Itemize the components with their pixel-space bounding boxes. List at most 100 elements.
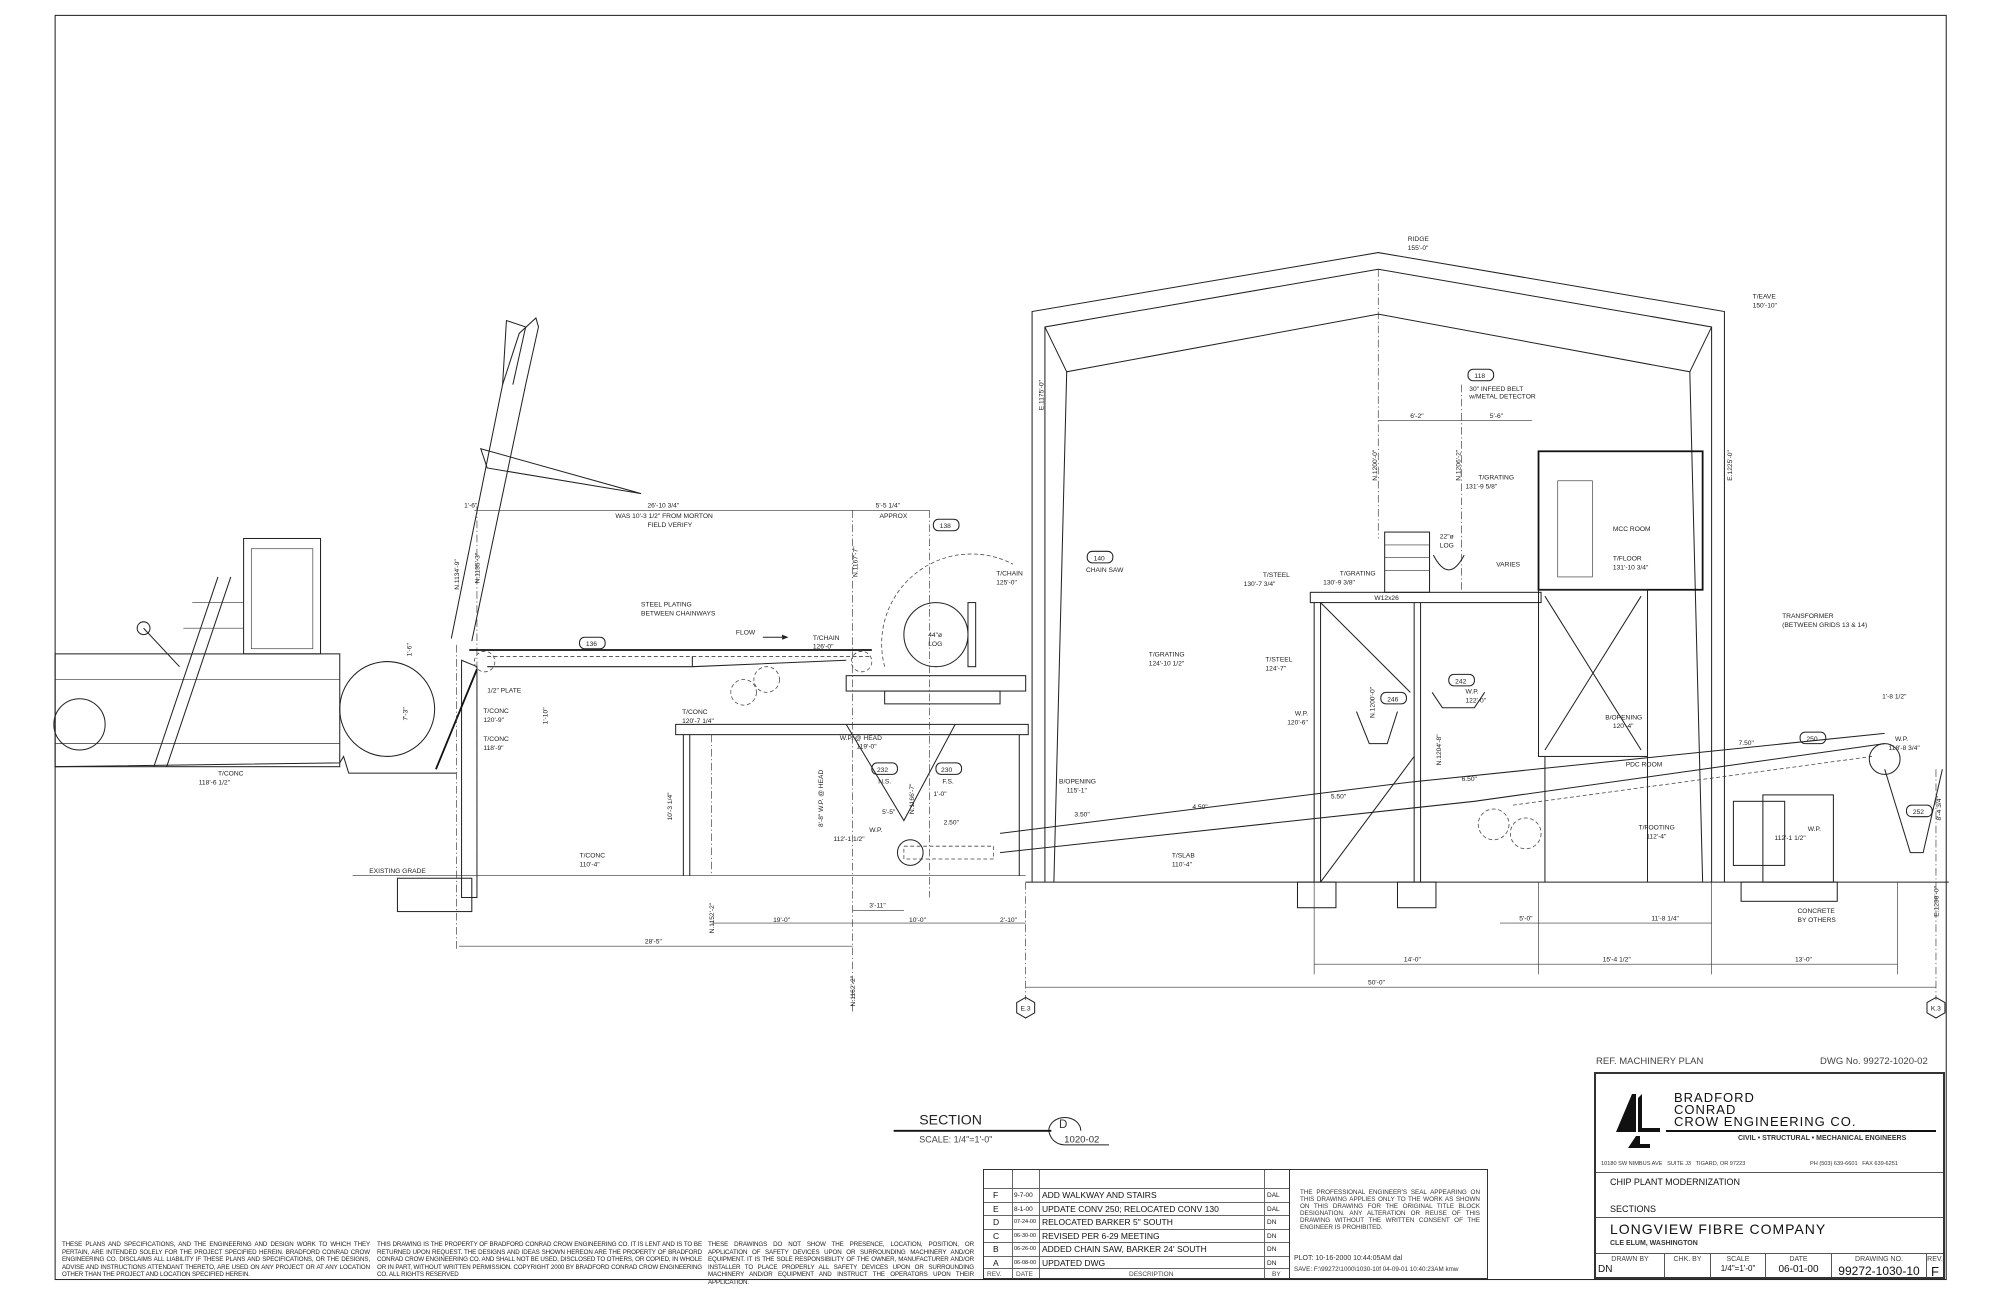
dim-label: 26'-10 3/4" [647,503,679,510]
easting-label: E.1175'-0" [1039,379,1046,410]
dim-label: 1'-8 1/2" [1882,694,1907,701]
dim-label: 15'-4 1/2" [1603,957,1632,964]
dim-label: 13'-0" [1795,957,1813,964]
mcc-platform [1296,450,1704,909]
header-description: DESCRIPTION [1129,1271,1174,1278]
tag-label: 242 [1455,678,1466,685]
elev-label: W.P. @ HEAD [840,735,882,742]
northing-label: N.1200'-0" [1369,686,1376,718]
checked-by-cell: CHK. BY [1664,1254,1710,1277]
room-label: MCC ROOM [1613,526,1651,533]
elev-label: T/CONC [483,736,509,743]
rev-letter: B [993,1244,999,1254]
rev-by: DN [1267,1246,1277,1253]
conveyor-136 [469,634,873,673]
rev-description: ADD WALKWAY AND STAIRS [1042,1190,1157,1200]
elev-label: T/CONC [218,771,244,778]
elev-value: 124'-10 1/2" [1149,660,1185,667]
elev-value: 120'-7 1/4" [682,718,714,725]
plot-info: PLOT: 10-16-2000 10:44:05AM dal [1294,1255,1403,1262]
dim-label: 10'-3 1/4" [667,792,674,821]
elev-label: T/CONC [580,853,606,860]
tag-label: 136 [586,641,597,648]
elev-label: T/STEEL [1263,572,1290,579]
revision-value: F [1931,1264,1939,1279]
sheet-title: SECTIONS [1610,1204,1657,1214]
rev-date: 9-7-00 [1014,1192,1033,1199]
elev-label: T/CONC [483,708,509,715]
scale-value: 1/4"=1'-0" [1720,1264,1756,1273]
elev-label: W.P. [1808,826,1821,833]
tag-label: 252 [1913,809,1924,816]
tag-label: 118 [1474,373,1485,380]
scale-label: SCALE [1726,1256,1750,1263]
dim-label: 5'-0" [1519,916,1533,923]
elev-label: T/FLOOR [1613,555,1642,562]
rev-date: 06-08-00 [1014,1259,1037,1266]
pe-seal-note: THE PROFESSIONAL ENGINEER'S SEAL APPEARI… [1300,1189,1480,1231]
northing-label: N.1152'-2" [709,902,716,933]
dim-label: 10'-0" [909,917,927,924]
elev-label: W.P. [1895,736,1908,743]
note-label: LOG [1440,542,1454,549]
rev-description: UPDATED DWG [1042,1257,1106,1268]
elev-value: 124'-7" [1265,666,1286,673]
existing-grade-label: EXISTING GRADE [369,868,426,875]
footing [396,877,473,913]
client-name: LONGVIEW FIBRE COMPANY [1610,1221,1827,1237]
elev-value: 112'-1 1/2" [1774,835,1806,842]
elev-label: W.P. [1465,689,1478,696]
elev-value: 130'-9 3/8" [1323,580,1355,587]
dim-label: 4.50" [1192,804,1208,811]
member-label: W12x26 [1374,595,1399,602]
rev-date: 06-26-00 [1014,1246,1037,1252]
northing-label: N.1135'-3" [475,552,482,583]
elev-value: 110'-4" [580,862,601,869]
note-label: (BETWEEN GRIDS 13 & 14) [1782,622,1867,629]
note-label: BY OTHERS [1798,917,1837,924]
easting-label: E.1238'-0" [1934,885,1941,916]
checked-by-label: CHK. BY [1673,1256,1702,1263]
dim-label: 1'-6" [407,643,414,657]
elev-value: 115'-1" [1067,787,1088,794]
note-label: CHAIN SAW [1086,567,1124,574]
revision-label: REV. [1927,1256,1943,1263]
elev-value: 150'-10" [1753,303,1778,310]
elev-value: 118'-6 1/2" [199,780,231,787]
firm-disciplines: CIVIL • STRUCTURAL • MECHANICAL ENGINEER… [1738,1135,1907,1142]
dim-label: 8'-8" W.P. @ HEAD [818,770,825,827]
dim-label: 19'-0" [773,917,791,924]
elev-label: T/CHAIN [813,635,840,642]
dimension-lines [458,420,1946,1019]
save-info: SAVE: F:\99272\1000\1030-10f 04-09-01 10… [1294,1266,1459,1273]
elev-value: 130'-7 3/4" [1244,581,1276,588]
building-frame [1025,252,1949,883]
tag-label: 232 [877,767,888,774]
dim-label: 8'-4 3/4" [1936,796,1943,821]
northing-label: N.1206'-2" [1455,449,1462,481]
elev-label: W.P. [869,827,882,834]
rev-date: 8-1-00 [1014,1205,1033,1213]
section-title: SECTION SCALE: 1/4"=1'-0" D 1020-02 [893,1111,1110,1146]
dim-label: 1'-6" [464,503,478,510]
elev-label: T/STEEL [1265,657,1292,664]
elev-label: T/CONC [682,709,708,716]
dim-label: 6.50" [1462,776,1478,783]
tag-label: 230 [941,767,952,774]
header-date: DATE [1016,1271,1033,1278]
dim-label: 3.50" [1074,812,1090,819]
grid-bubble-e3: E.3 [1021,1005,1031,1012]
rev-letter: A [993,1257,999,1268]
elev-label: T/CHAIN [996,571,1023,578]
rev-description: REVISED PER 6-29 MEETING [1042,1230,1160,1241]
pe-seal-note-box: THE PROFESSIONAL ENGINEER'S SEAL APPEARI… [1290,1169,1488,1279]
rev-date: 07-24-00 [1014,1219,1037,1225]
